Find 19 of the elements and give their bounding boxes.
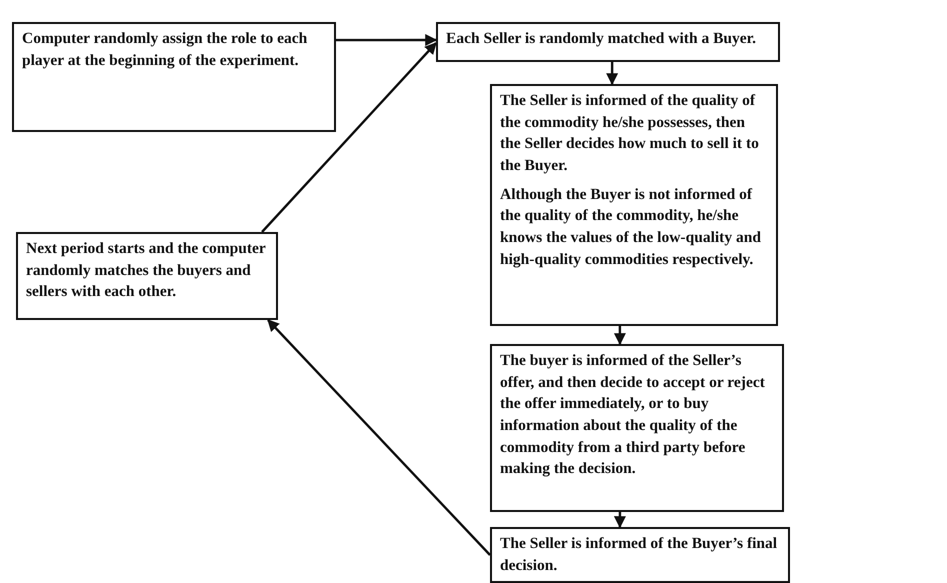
arrow [267,319,491,556]
box-text: Each Seller is randomly matched with a Buyer. [446,29,758,49]
box-text: Although the Buyer is not informed of the quality of the commodity, he/she knows the values of the low-quality and high-quality commodities respectively. [500,184,762,270]
box-text: The Seller is informed of the Buyer’s final decision. [500,534,778,576]
arrow [261,42,437,233]
box-text: The Seller is informed of the quality of the commodity he/she possesses, then the Seller decides how much to sell it to the Buyer. [500,91,760,176]
arrow [614,512,626,528]
arrow [614,326,626,346]
arrow [606,62,618,86]
box-text: Next period starts and the computer randomly matches the buyers and sellers with each other. [26,239,267,302]
process-box [16,232,278,320]
box-text: Computer randomly assign the role to each player at the beginning of the experiment. [22,29,308,71]
box-text: The buyer is informed of the Seller’s offer, and then decide to accept or reject the offer immediately, or to buy information about the quality of the commodity from a third party before making the decision. [500,351,766,480]
process-box [490,84,778,326]
process-box [490,344,784,512]
arrow [336,34,438,46]
process-box [12,22,336,132]
process-box [436,22,780,62]
process-box [490,527,790,583]
